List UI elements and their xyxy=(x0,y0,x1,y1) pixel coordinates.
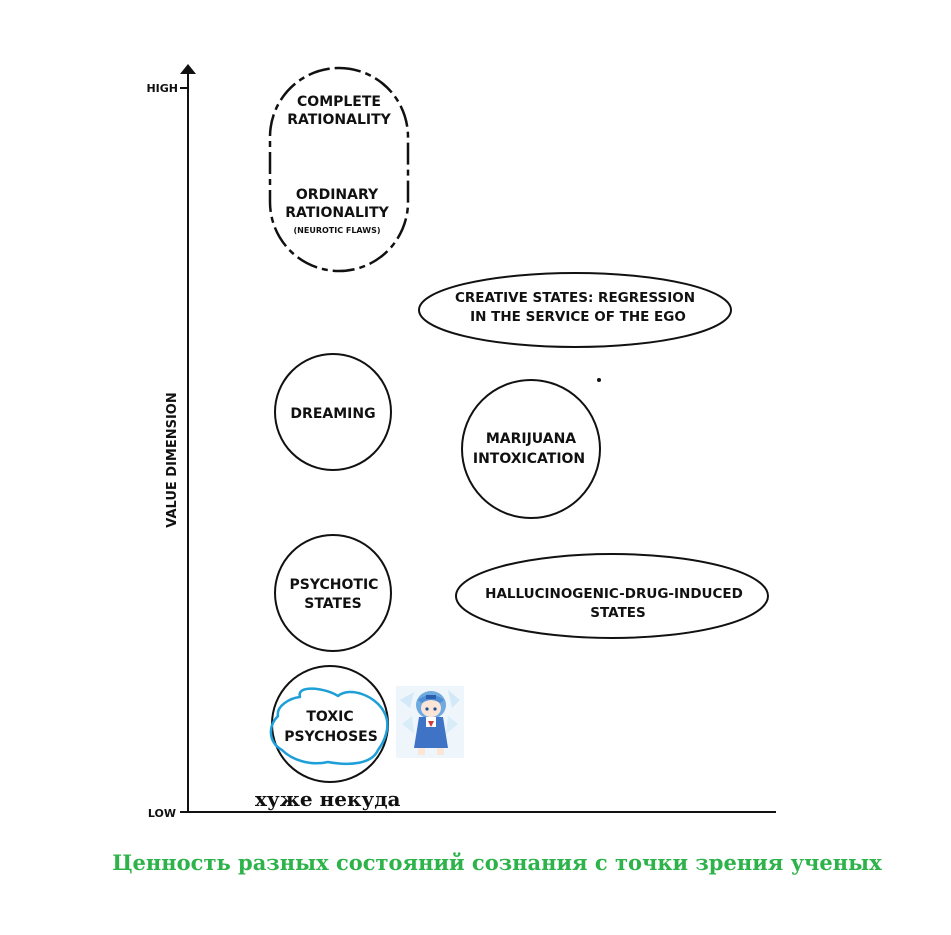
stray-dot xyxy=(597,378,601,382)
hallucinogenic-line1: HALLUCINOGENIC-DRUG-INDUCED xyxy=(485,586,743,602)
ordinary-rationality-note: (NEUROTIC FLAWS) xyxy=(294,226,381,235)
toxic-psychoses-line1: TOXIC xyxy=(306,709,353,725)
y-axis-label: VALUE DIMENSION xyxy=(165,392,180,527)
high-label: HIGH xyxy=(146,82,178,95)
y-axis-arrow-icon xyxy=(180,64,196,74)
complete-rationality-line2: RATIONALITY xyxy=(287,112,391,128)
highlight-scribble xyxy=(269,687,389,766)
marijuana-line2: INTOXICATION xyxy=(473,451,585,467)
rationality-capsule xyxy=(268,66,410,273)
hallucinogenic-line2: STATES xyxy=(590,605,645,621)
marijuana-circle xyxy=(461,379,601,519)
psychotic-states-line1: PSYCHOTIC xyxy=(290,577,379,593)
cirno-sticker-image xyxy=(396,686,464,758)
diagram-caption: Ценность разных состояний сознания с точ… xyxy=(112,850,882,875)
psychotic-states-line2: STATES xyxy=(304,596,362,612)
complete-rationality-line1: COMPLETE xyxy=(297,94,381,110)
dreaming-label: DREAMING xyxy=(290,406,375,422)
ordinary-rationality-line1: ORDINARY xyxy=(296,187,379,203)
psychotic-states-circle xyxy=(274,534,392,652)
creative-states-ellipse xyxy=(418,272,732,348)
low-label: LOW xyxy=(148,807,176,820)
toxic-psychoses-line2: PSYCHOSES xyxy=(284,729,378,745)
ordinary-rationality-line2: RATIONALITY xyxy=(285,205,389,221)
hallucinogenic-ellipse xyxy=(455,553,769,639)
dreaming-circle xyxy=(274,353,392,471)
creative-states-line2: IN THE SERVICE OF THE EGO xyxy=(470,309,686,325)
creative-states-line1: CREATIVE STATES: REGRESSION xyxy=(455,290,695,306)
marijuana-line1: MARIJUANA xyxy=(486,431,576,447)
worst-note: хуже некуда xyxy=(255,787,401,811)
